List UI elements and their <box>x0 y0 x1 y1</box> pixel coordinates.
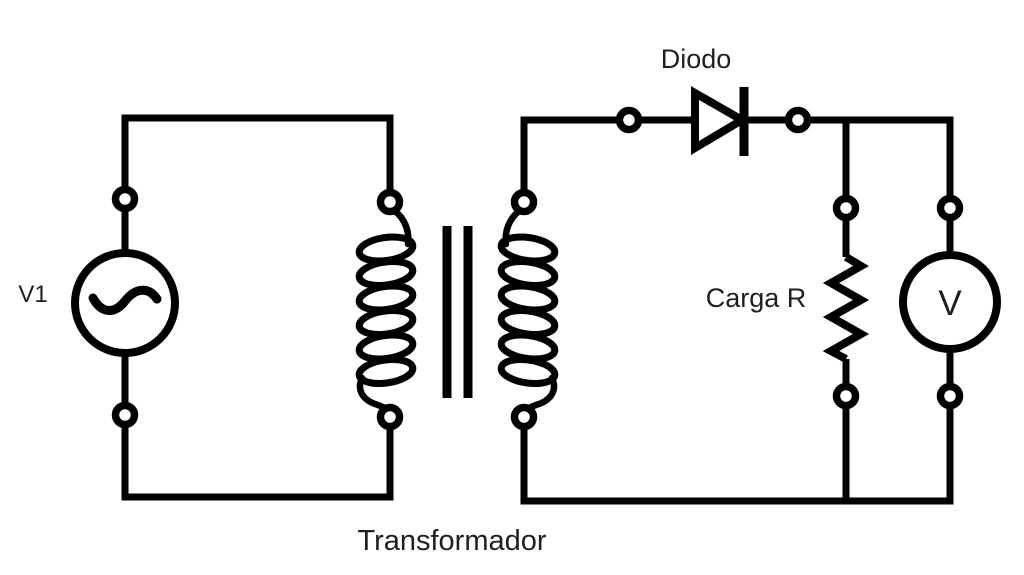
load-label: Carga R <box>706 283 807 313</box>
terminal <box>376 403 404 431</box>
resistor-zigzag <box>822 253 870 363</box>
terminal <box>936 382 964 410</box>
labels: V1 Diodo Carga R Transformador <box>18 44 806 557</box>
coil-loop <box>355 356 417 387</box>
source-label: V1 <box>18 281 47 308</box>
coil-loop <box>497 356 559 387</box>
terminal <box>784 106 812 134</box>
voltmeter-label: V <box>938 284 962 323</box>
diode-triangle <box>691 86 750 156</box>
terminals <box>111 106 964 431</box>
terminal <box>832 382 860 410</box>
transformer-core <box>442 226 473 398</box>
diode-label: Diodo <box>661 44 732 74</box>
terminal <box>832 194 860 222</box>
transformer <box>355 204 559 414</box>
sine-wave-icon <box>88 285 162 315</box>
terminal <box>936 194 964 222</box>
terminal <box>510 188 538 216</box>
diode <box>691 86 750 156</box>
ac-source <box>71 249 179 357</box>
terminal <box>615 106 643 134</box>
transformer-primary-winding <box>355 204 417 414</box>
terminal <box>510 403 538 431</box>
terminal <box>111 401 139 429</box>
winding-stub <box>356 374 394 414</box>
voltmeter-body <box>899 251 1001 353</box>
terminal <box>111 185 139 213</box>
winding-stub <box>520 374 558 414</box>
transformer-secondary-winding <box>497 204 559 414</box>
transformer-label: Transformador <box>357 525 546 557</box>
voltmeter: V <box>899 251 1001 353</box>
load-resistor <box>822 253 870 363</box>
terminal <box>376 188 404 216</box>
